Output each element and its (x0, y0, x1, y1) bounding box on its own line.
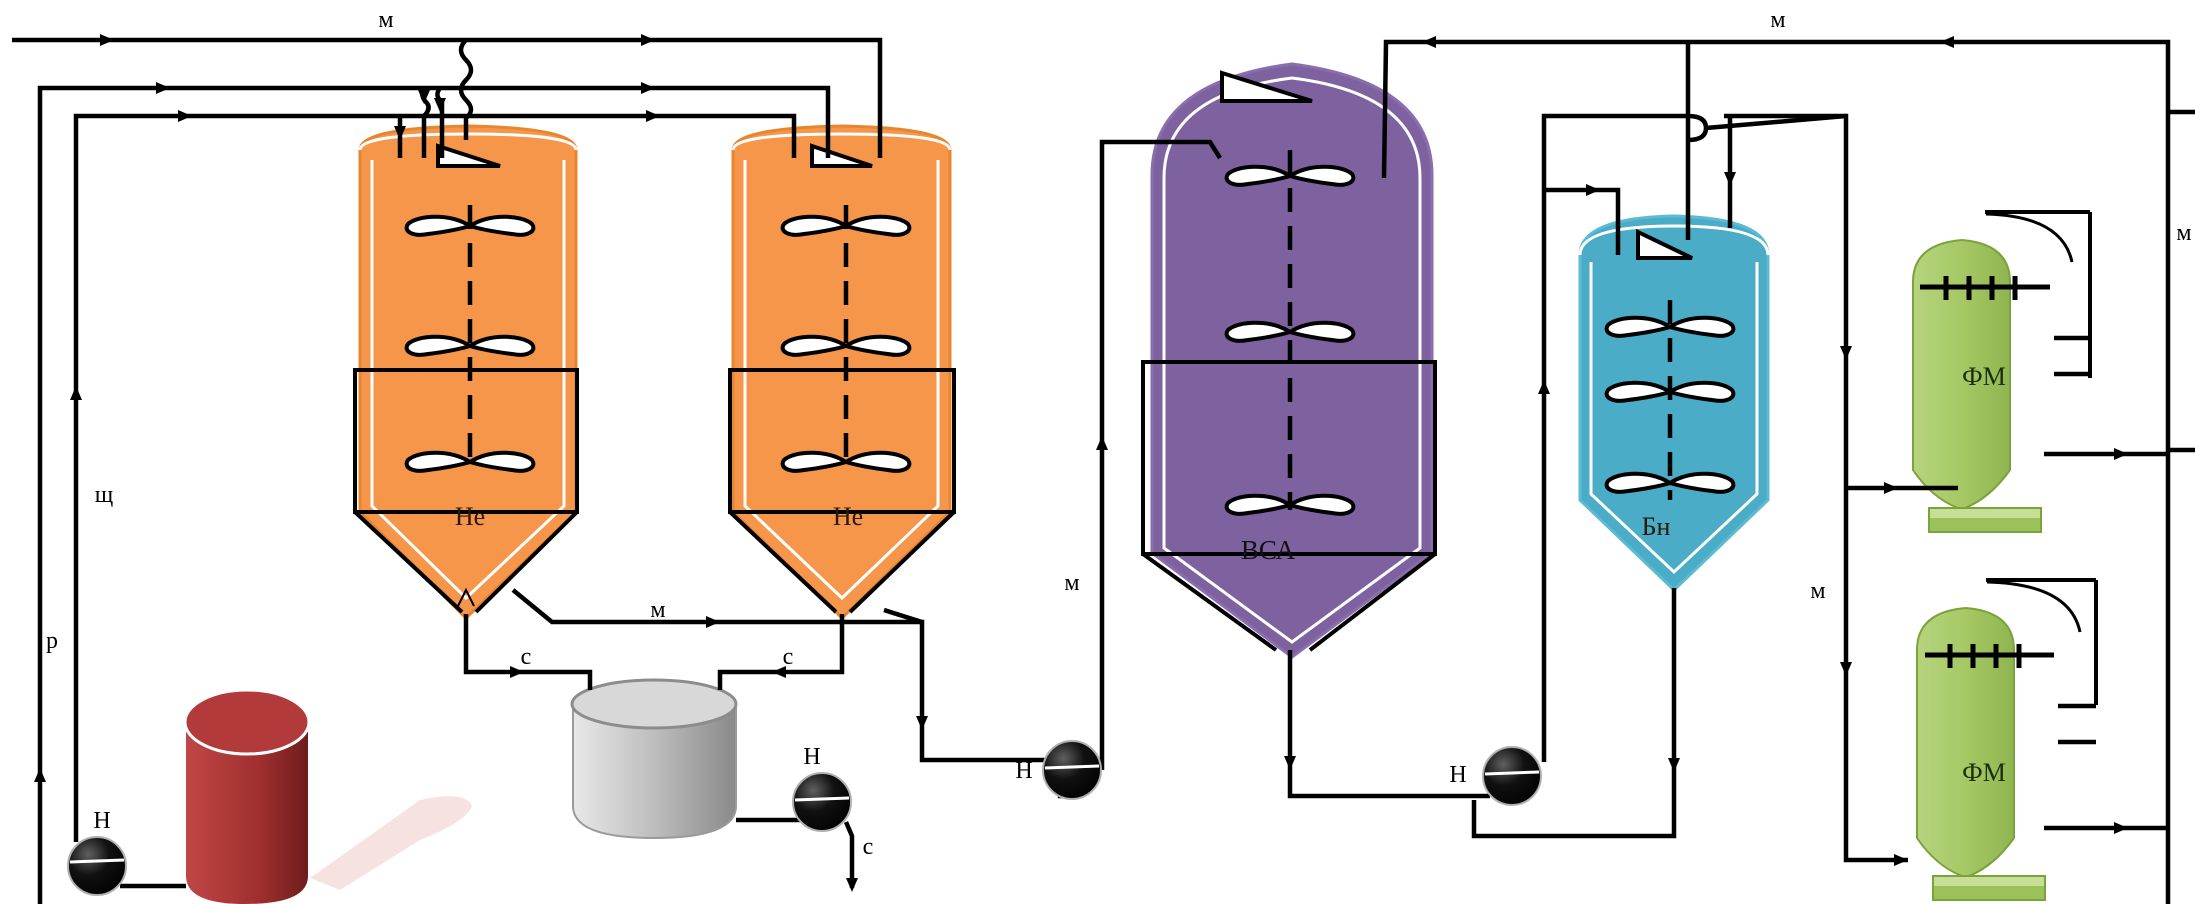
stream-label-soapstock-out: с (863, 834, 874, 860)
stream-label-alkali: щ (95, 482, 113, 508)
stream-label-oil-to-filters: м (1810, 578, 1825, 604)
blender-vessel: Бн (1578, 214, 1770, 593)
pump-3: Н (1015, 740, 1102, 800)
filter-1-label: ФМ (1962, 362, 2006, 391)
pump-1-label: Н (93, 808, 110, 834)
filter-1: ФМ (1912, 210, 2092, 533)
stream-label-soapstock-2: с (783, 644, 794, 670)
vsa-label: ВСА (1241, 535, 1296, 565)
caustic-tank (183, 688, 472, 904)
blender-label: Бн (1642, 512, 1671, 541)
stream-label-solution: р (46, 628, 58, 654)
pump-2-label: Н (803, 744, 820, 770)
neutralizer-1: Не (353, 124, 579, 621)
pump-4-label: Н (1449, 762, 1466, 788)
pump-3-label: Н (1015, 758, 1032, 784)
neutralizer-1-label: Не (455, 502, 485, 531)
neutralizer-2-label: Не (833, 502, 863, 531)
stream-label-oil-right-edge: м (2176, 220, 2191, 246)
pump-4: Н (1449, 746, 1542, 806)
vsa-vessel: ВСА (1141, 62, 1437, 659)
pump-2: Н (792, 744, 852, 832)
pump-1: Н (67, 808, 127, 896)
filter-2: ФМ (1916, 578, 2098, 901)
neutralizer-2: Не (728, 124, 956, 621)
stream-label-oil-to-vsa: м (1064, 570, 1079, 596)
soapstock-settler (570, 678, 738, 840)
stream-label-oil-top-right: м (1770, 7, 1785, 33)
filter-2-label: ФМ (1962, 758, 2006, 787)
stream-label-oil-top-left: м (378, 7, 393, 33)
stream-label-oil-between-neutralizers: м (650, 597, 665, 623)
stream-label-soapstock-1: с (521, 644, 532, 670)
piping (12, 34, 2195, 904)
